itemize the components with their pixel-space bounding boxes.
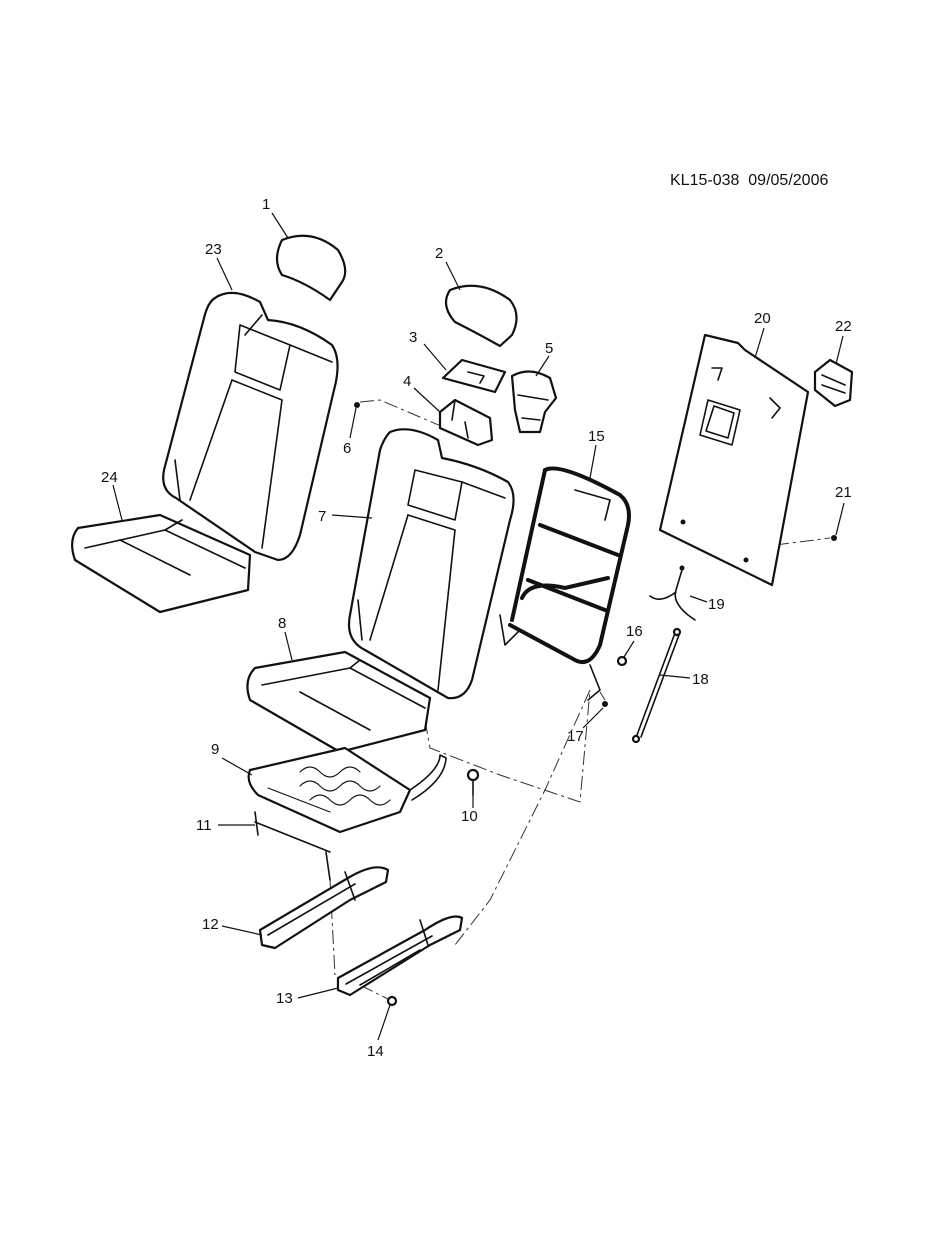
assembly-lines: [329, 399, 831, 1001]
callout-12: 12: [202, 916, 219, 933]
callout-4: 4: [403, 373, 411, 390]
callout-labels: 1 2 3 4 5 6 7 8 9 10 11 12 13 14 15 16 1…: [101, 196, 852, 1060]
cable-icon: [631, 627, 682, 744]
nut-icon: [616, 655, 628, 667]
callout-18: 18: [692, 671, 709, 688]
diagram-code: KL15-038: [670, 172, 740, 189]
callout-5: 5: [545, 340, 553, 357]
headrest-icon: [275, 234, 347, 302]
callout-9: 9: [211, 741, 219, 758]
seat-back-icon: [162, 291, 339, 562]
callout-6: 6: [343, 440, 351, 457]
diagram-reference: KL15-038 09/05/2006: [670, 172, 828, 190]
screw-icon: [354, 402, 360, 408]
diagram-date: 09/05/2006: [748, 172, 829, 189]
callout-21: 21: [835, 484, 852, 501]
headrest-icon: [444, 284, 518, 348]
seat-cushion-icon: [246, 650, 432, 754]
rod-icon: [254, 811, 331, 881]
clip-icon: [831, 535, 837, 541]
callout-1: 1: [262, 196, 270, 213]
latch-icon: [813, 358, 854, 408]
callout-17: 17: [567, 728, 584, 745]
callout-3: 3: [409, 329, 417, 346]
callout-11: 11: [196, 817, 212, 834]
seat-back-cushion-icon: [347, 428, 515, 700]
bolt-icon: [386, 995, 398, 1007]
callout-23: 23: [205, 241, 222, 258]
seat-cushion-icon: [71, 513, 252, 614]
callout-19: 19: [708, 596, 725, 613]
callout-14: 14: [367, 1043, 384, 1060]
seat-track-icon: [336, 915, 464, 997]
cable-icon: [649, 565, 696, 621]
bracket-icon: [438, 398, 494, 447]
callout-13: 13: [276, 990, 293, 1007]
callout-2: 2: [435, 245, 443, 262]
callout-8: 8: [278, 615, 286, 632]
callout-22: 22: [835, 318, 852, 335]
callout-20: 20: [754, 310, 771, 327]
callout-15: 15: [588, 428, 605, 445]
back-panel-icon: [658, 333, 810, 587]
bolt-icon: [466, 768, 480, 796]
callout-10: 10: [461, 808, 478, 825]
seat-track-icon: [258, 866, 390, 950]
callout-16: 16: [626, 623, 643, 640]
cushion-frame-icon: [247, 746, 447, 834]
cover-plate-icon: [441, 358, 507, 394]
seat-back-frame-icon: [499, 466, 631, 701]
armrest-bracket-icon: [510, 370, 558, 434]
leader-lines: [112, 212, 845, 1041]
callout-7: 7: [318, 508, 326, 525]
callout-24: 24: [101, 469, 118, 486]
screw-icon: [602, 701, 608, 707]
